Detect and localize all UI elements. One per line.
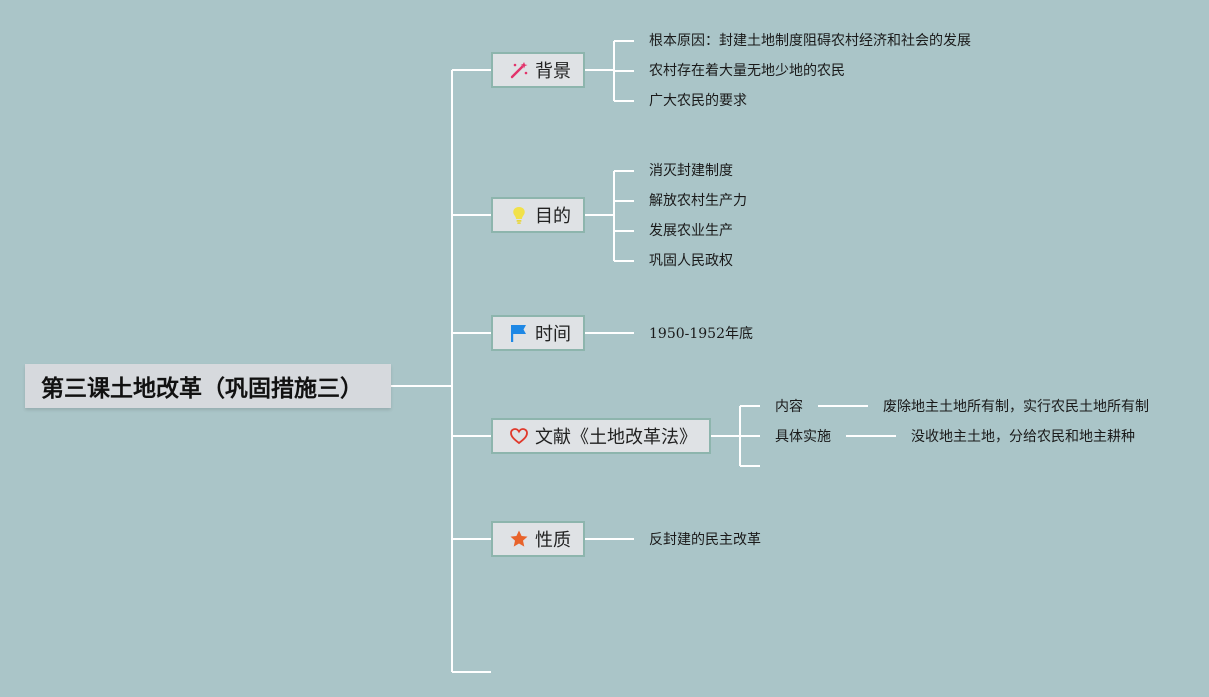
branch-purpose[interactable]: 目的 (491, 197, 585, 233)
leaf-item[interactable]: 没收地主土地，分给农民和地主耕种 (911, 429, 1135, 445)
leaf-item[interactable]: 1950-1952年底 (649, 326, 753, 342)
branch-label: 文献《土地改革法》 (535, 427, 697, 448)
star-icon (509, 529, 529, 549)
leaf-item[interactable]: 发展农业生产 (649, 223, 733, 239)
leaf-item[interactable]: 巩固人民政权 (649, 253, 733, 269)
sub-topic-content[interactable]: 内容 (775, 399, 803, 415)
branch-background[interactable]: 背景 (491, 52, 585, 88)
branch-time[interactable]: 时间 (491, 315, 585, 351)
sub-topic-implementation[interactable]: 具体实施 (775, 429, 831, 445)
leaf-item[interactable]: 反封建的民主改革 (649, 532, 761, 548)
root-title: 第三课土地改革（巩固措施三） (41, 376, 363, 402)
branch-document[interactable]: 文献《土地改革法》 (491, 418, 711, 454)
magic-wand-icon (509, 60, 529, 80)
branch-label: 性质 (535, 530, 571, 551)
branch-label: 目的 (535, 206, 571, 227)
root-topic[interactable]: 第三课土地改革（巩固措施三） (25, 364, 391, 408)
leaf-item[interactable]: 废除地主土地所有制，实行农民土地所有制 (883, 399, 1149, 415)
flag-icon (509, 323, 529, 343)
leaf-item[interactable]: 广大农民的要求 (649, 93, 747, 109)
leaf-item[interactable]: 消灭封建制度 (649, 163, 733, 179)
leaf-item[interactable]: 解放农村生产力 (649, 193, 747, 209)
lightbulb-icon (509, 205, 529, 225)
heart-icon (509, 426, 529, 446)
branch-label: 时间 (535, 324, 571, 345)
leaf-item[interactable]: 根本原因：封建土地制度阻碍农村经济和社会的发展 (649, 33, 971, 49)
branch-label: 背景 (535, 61, 571, 82)
leaf-item[interactable]: 农村存在着大量无地少地的农民 (649, 63, 845, 79)
branch-nature[interactable]: 性质 (491, 521, 585, 557)
